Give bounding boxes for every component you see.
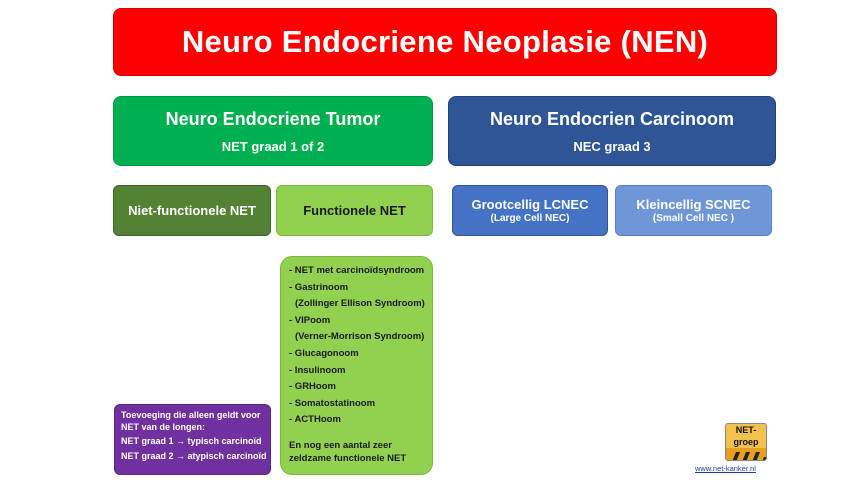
list-item: - Somatostatinoom	[289, 397, 376, 409]
lung-note-grade-1: NET graad 1 → typisch carcinoïd	[121, 436, 262, 446]
list-item: - VIPoom	[289, 314, 331, 326]
lung-note-grade-2: NET graad 2 → atypisch carcinoïd	[121, 450, 267, 461]
diagram-title: Neuro Endocriene Neoplasie (NEN)	[181, 24, 709, 59]
list-item: - ACTHoom	[289, 414, 341, 426]
list-item: - Glucagonoom	[289, 347, 359, 359]
list-item: (Zollinger Ellison Syndroom)	[295, 298, 425, 310]
lung-note-box: Toevoeging die alleen geldt voor NET van…	[114, 404, 271, 475]
scnec-sublabel: (Small Cell NEC )	[652, 213, 735, 224]
net-groep-logo: NET-groep	[725, 423, 767, 461]
list-item: (Verner-Morrison Syndroom)	[295, 331, 425, 343]
logo-text: NET-groep	[726, 424, 766, 448]
zebra-icon	[726, 448, 766, 460]
scnec-label: Kleincellig SCNEC	[636, 197, 751, 212]
non-functional-net-box: Niet-functionele NET	[113, 185, 271, 236]
functional-note-line-2: zeldzame functionele NET	[289, 453, 407, 465]
functional-note: En nog een aantal zeer zeldzame function…	[289, 439, 426, 465]
list-item: - GRHoom	[289, 381, 336, 393]
functional-net-label: Functionele NET	[303, 203, 406, 218]
lcnec-sublabel: (Large Cell NEC)	[490, 213, 570, 224]
lung-note-line-1: Toevoeging die alleen geldt voor	[121, 410, 261, 420]
non-functional-net-label: Niet-functionele NET	[128, 203, 256, 218]
title-banner: Neuro Endocriene Neoplasie (NEN)	[113, 8, 777, 76]
tumor-box: Neuro Endocriene Tumor NET graad 1 of 2	[113, 96, 433, 166]
tumor-heading: Neuro Endocriene Tumor	[165, 108, 381, 129]
functional-note-line-1: En nog een aantal zeer	[289, 440, 392, 452]
carcinoma-heading: Neuro Endocrien Carcinoom	[489, 108, 735, 129]
functional-net-box: Functionele NET	[276, 185, 433, 236]
lcnec-box: Grootcellig LCNEC (Large Cell NEC)	[452, 185, 608, 236]
carcinoma-box: Neuro Endocrien Carcinoom NEC graad 3	[448, 96, 776, 166]
carcinoma-grade: NEC graad 3	[573, 138, 651, 154]
website-link[interactable]: www.net-kanker.nl	[695, 464, 756, 473]
tumor-grade: NET graad 1 of 2	[221, 138, 325, 154]
list-item: - NET met carcinoïdsyndroom	[289, 265, 425, 276]
lcnec-label: Grootcellig LCNEC	[471, 197, 589, 212]
functional-net-list-box: - NET met carcinoïdsyndroom - Gastrinoom…	[280, 256, 433, 475]
list-item: - Insulinoom	[289, 364, 346, 376]
list-item: - Gastrinoom	[289, 281, 349, 293]
lung-note-line-2: NET van de longen:	[121, 421, 206, 432]
scnec-box: Kleincellig SCNEC (Small Cell NEC )	[615, 185, 772, 236]
